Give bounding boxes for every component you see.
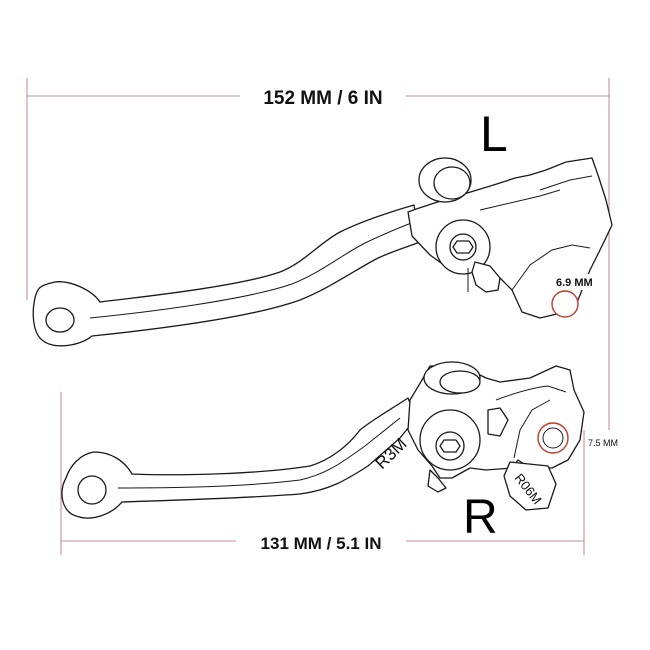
right-hole-label-bg: [587, 435, 627, 449]
right-lever-end-hole: [77, 475, 107, 505]
left-lever-inner-groove: [89, 221, 415, 319]
left-hole-label: 6.9 MM: [556, 277, 593, 289]
right-lever-inner-groove: [117, 417, 401, 489]
right-hole-label: 7.5 MM: [588, 438, 618, 448]
bottom-length-label: 131 MM / 5.1 IN: [261, 534, 382, 553]
right-lever-body-ridge: [495, 385, 567, 401]
left-lever-perch-upper: [539, 175, 593, 191]
left-pivot-barrel-face: [433, 166, 471, 200]
left-lever-mount-edge: [479, 189, 561, 211]
right-mount-hole-inner: [542, 427, 564, 449]
right-lever-body-web: [513, 399, 551, 459]
left-lever-arm: [32, 204, 421, 347]
left-lever-end-hole: [45, 307, 75, 333]
right-lever: [61, 361, 585, 519]
right-cam: [487, 407, 509, 437]
left-mount-hole: [551, 290, 579, 318]
top-length-label: 152 MM / 6 IN: [263, 88, 382, 109]
top-label-bg: [240, 83, 406, 109]
right-lever-letter: R: [463, 491, 498, 544]
bottom-label-bg: [236, 528, 406, 554]
left-lever-letter: L: [480, 106, 508, 162]
right-tab: [503, 461, 557, 511]
right-mount-hole: [537, 422, 569, 454]
right-adjuster: [427, 469, 447, 493]
right-lever-arm: [61, 397, 417, 519]
right-pivot-hex-socket: [439, 439, 461, 453]
left-hole-label-bg: [554, 274, 600, 290]
left-pivot-hex-socket: [452, 240, 474, 254]
right-pivot-barrel-face: [439, 370, 481, 394]
left-lever: [32, 157, 613, 347]
left-lever-perch-lower: [511, 244, 591, 291]
left-adjuster: [471, 261, 501, 293]
